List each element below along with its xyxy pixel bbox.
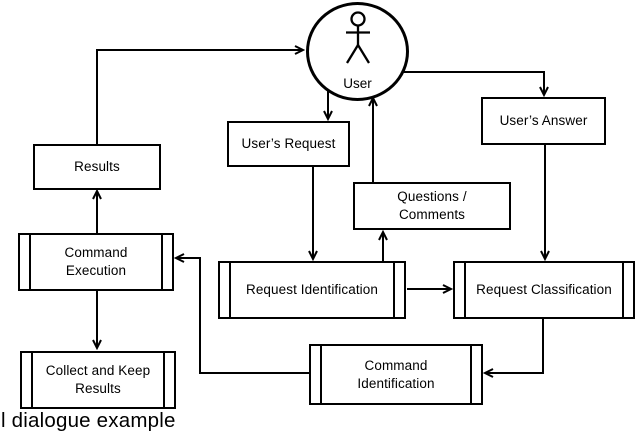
node-questions-comments-label: Questions / Comments (397, 189, 467, 222)
figure-caption: l dialogue example (1, 409, 176, 432)
actor-user-label: User (343, 76, 372, 91)
node-collect-keep-results-label: Collect and Keep Results (45, 363, 151, 396)
node-users-request: User’s Request (227, 121, 350, 167)
node-collect-keep-results: Collect and Keep Results (20, 351, 176, 409)
person-icon (345, 11, 370, 64)
node-results: Results (33, 144, 161, 190)
node-results-label: Results (74, 159, 120, 175)
node-command-execution: Command Execution (18, 233, 174, 291)
node-users-request-label: User’s Request (241, 136, 336, 152)
edge-user-to-users-answer (403, 71, 544, 94)
node-users-answer-label: User’s Answer (499, 113, 588, 129)
node-request-identification-label: Request Identification (245, 282, 379, 298)
node-command-identification: Command Identification (309, 344, 483, 405)
node-questions-comments: Questions / Comments (353, 182, 511, 230)
node-command-execution-label: Command Execution (64, 245, 128, 278)
node-request-classification: Request Classification (453, 261, 635, 319)
actor-user: User (306, 2, 409, 101)
node-command-identification-label: Command Identification (357, 357, 435, 391)
node-request-identification: Request Identification (218, 261, 406, 319)
node-request-classification-label: Request Classification (476, 282, 612, 298)
edge-request-classification-to-command-identification (486, 318, 544, 373)
node-users-answer: User’s Answer (481, 97, 606, 145)
